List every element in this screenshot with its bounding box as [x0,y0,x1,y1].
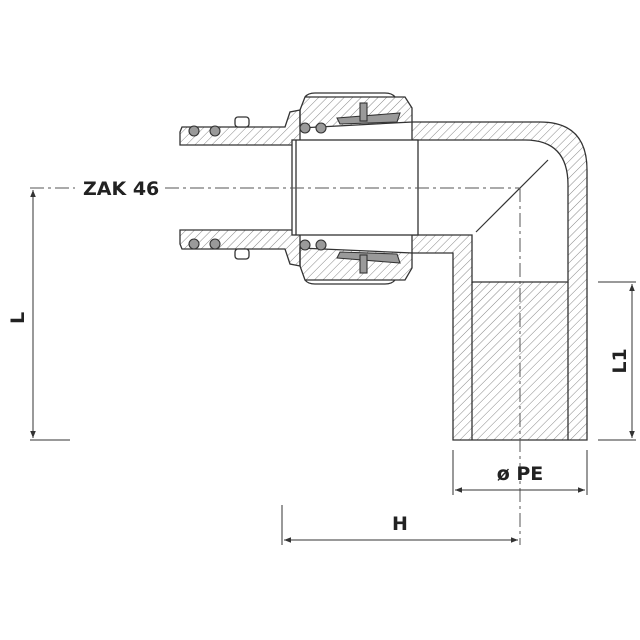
spigot-bottom [179,229,301,267]
product-label: ZAK 46 [83,178,159,200]
lug-bottom [234,248,250,260]
centerlines [30,187,521,545]
dim-L1-label: L1 [609,348,631,373]
dim-H-label: H [392,513,408,535]
lug-top [234,116,250,128]
dim-pe-label: ø PE [497,463,544,485]
o-rings [188,102,401,274]
dim-L-label: L [7,312,29,324]
elbow-body [411,121,588,441]
